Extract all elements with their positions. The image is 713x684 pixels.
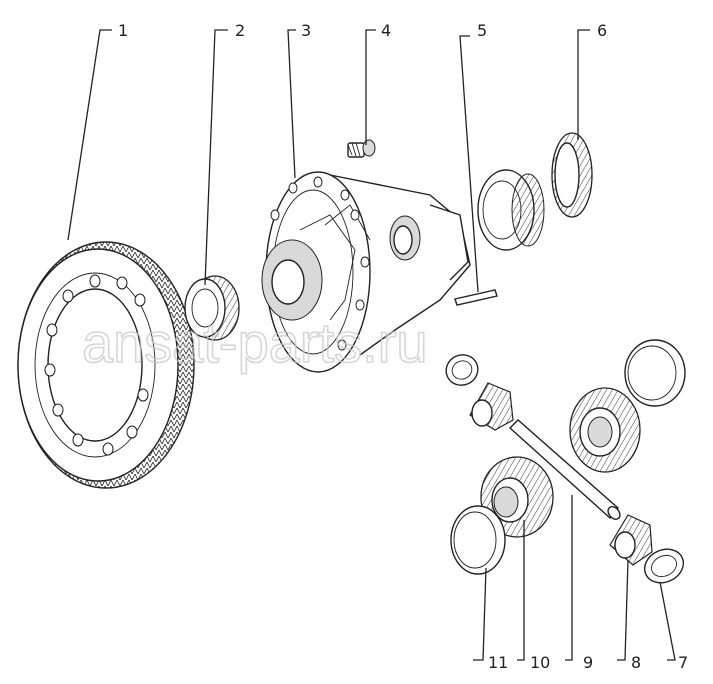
thrust-washer-small-upper: [445, 354, 479, 386]
differential-case: [261, 171, 471, 373]
callout-10: 10: [530, 653, 550, 672]
thrust-washer-lower: [450, 505, 506, 575]
leader-lines: [67, 29, 676, 661]
bearing-race: [551, 132, 593, 218]
callout-11: 11: [488, 653, 508, 672]
side-gear-upper: [569, 387, 641, 473]
cross-shaft: [508, 419, 621, 520]
callout-labels: 1 2 3 4 5 6 7 8 9 10 11: [118, 21, 688, 672]
callout-2: 2: [235, 21, 245, 40]
callout-8: 8: [631, 653, 641, 672]
callout-6: 6: [597, 21, 607, 40]
pinion-gear-lower: [609, 514, 653, 566]
bearing-left: [184, 275, 240, 341]
callout-9: 9: [583, 653, 593, 672]
ring-gear: [17, 241, 195, 489]
bolt: [347, 139, 376, 158]
callout-3: 3: [301, 21, 311, 40]
callout-4: 4: [381, 21, 391, 40]
pinion-gear-upper: [469, 382, 514, 431]
side-gear-lower: [480, 456, 554, 538]
thrust-washer-large-upper: [624, 339, 686, 407]
thrust-washer-small-lower: [643, 548, 685, 584]
pin: [454, 289, 498, 306]
callout-1: 1: [118, 21, 128, 40]
bearing-right: [477, 169, 545, 251]
watermark: ansat-parts.ru: [82, 311, 428, 374]
callout-5: 5: [477, 21, 487, 40]
callout-7: 7: [678, 653, 688, 672]
